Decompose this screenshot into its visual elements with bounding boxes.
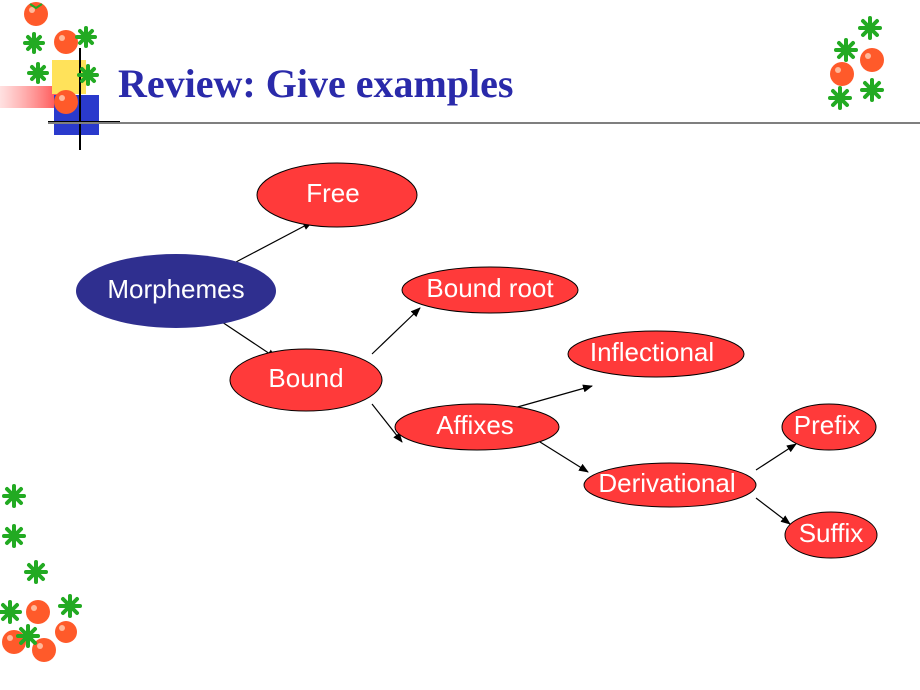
node-free: Free (256, 162, 418, 228)
title-rule (48, 122, 920, 124)
clover-icon (860, 78, 884, 102)
arrow-derivational-suffix (755, 497, 791, 525)
node-morphemes: Morphemes (76, 254, 276, 328)
tomato-icon (830, 62, 854, 86)
arrow-affixes-inflectional (513, 384, 593, 409)
arrow-bound-boundroot (371, 307, 421, 355)
node-affixes-label: Affixes (436, 410, 514, 440)
node-derivational-label: Derivational (598, 468, 735, 498)
arrow-derivational-prefix (755, 443, 797, 471)
decor-top-right (828, 16, 884, 110)
node-bound-label: Bound (268, 363, 343, 393)
diagram-arrows (221, 221, 797, 525)
clover-icon (16, 624, 40, 648)
clover-icon (75, 26, 97, 48)
node-affixes: Affixes (394, 403, 560, 451)
clover-icon (828, 86, 852, 110)
clover-icon (58, 594, 82, 618)
node-morphemes-label: Morphemes (107, 274, 244, 304)
tomato-icon (860, 48, 884, 72)
node-bound-root-label: Bound root (426, 273, 554, 303)
node-derivational: Derivational (583, 462, 757, 508)
tomato-icon (24, 2, 48, 26)
tomato-icon (54, 90, 78, 114)
clover-icon (2, 524, 26, 548)
tomato-icon (54, 30, 78, 54)
node-suffix-label: Suffix (799, 518, 864, 548)
clover-icon (23, 32, 45, 54)
decor-red-strip (0, 86, 64, 108)
node-prefix-label: Prefix (794, 410, 860, 440)
node-bound: Bound (229, 348, 383, 412)
clover-icon (834, 38, 858, 62)
node-inflectional-label: Inflectional (590, 337, 714, 367)
node-inflectional: Inflectional (567, 330, 745, 378)
clover-icon (24, 560, 48, 584)
clover-icon (27, 62, 49, 84)
arrow-morphemes-free (235, 221, 313, 263)
arrow-morphemes-bound (221, 321, 277, 359)
arrow-affixes-derivational (539, 441, 589, 473)
clover-icon (2, 484, 26, 508)
slide-title: Review: Give examples (118, 61, 514, 106)
tomato-icon (26, 600, 50, 624)
node-suffix: Suffix (784, 511, 878, 559)
node-bound-root: Bound root (401, 266, 579, 314)
clover-icon (0, 600, 22, 624)
clover-icon (77, 64, 99, 86)
node-prefix: Prefix (781, 403, 877, 451)
decor-bottom-left (0, 484, 82, 662)
tomato-icon (55, 621, 77, 643)
decor-top-left (0, 2, 120, 150)
tomato-icon (32, 638, 56, 662)
arrow-bound-affixes (371, 403, 403, 443)
node-free-label: Free (306, 178, 359, 208)
clover-icon (858, 16, 882, 40)
